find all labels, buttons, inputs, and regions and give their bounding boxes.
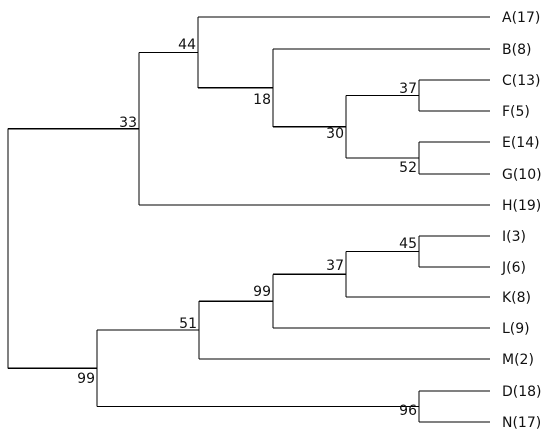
support-value-n18: 18 [253,92,271,108]
leaf-label-M: M(2) [502,352,534,368]
leaf-label-B: B(8) [502,42,531,58]
leaf-label-K: K(8) [502,290,531,306]
leaf-label-L: L(9) [502,321,530,337]
leaf-label-H: H(19) [502,198,541,214]
tree-branches [7,16,490,423]
support-values: 33 44 18 30 37 52 99 51 99 37 45 96 [77,37,417,419]
leaf-label-N: N(17) [502,415,541,431]
support-value-n99a: 99 [253,284,271,300]
leaf-label-G: G(10) [502,167,542,183]
support-value-n99b: 99 [77,371,95,387]
support-value-n33: 33 [119,115,137,131]
support-value-n45: 45 [399,236,417,252]
support-value-n44: 44 [178,37,196,53]
leaf-label-E: E(14) [502,135,540,151]
support-value-n52: 52 [399,160,417,176]
support-value-n96: 96 [399,403,417,419]
support-value-n37a: 37 [399,81,417,97]
leaf-label-I: I(3) [502,229,526,245]
support-value-n37b: 37 [326,258,344,274]
leaf-label-C: C(13) [502,73,541,89]
leaf-label-D: D(18) [502,384,542,400]
leaf-label-J: J(6) [501,260,526,276]
support-value-n30: 30 [326,126,344,142]
leaf-labels: A(17) B(8) C(13) F(5) E(14) G(10) H(19) I(3) J(6… [501,10,542,431]
support-value-n51: 51 [179,316,197,332]
leaf-label-F: F(5) [502,104,530,120]
leaf-label-A: A(17) [502,10,540,26]
